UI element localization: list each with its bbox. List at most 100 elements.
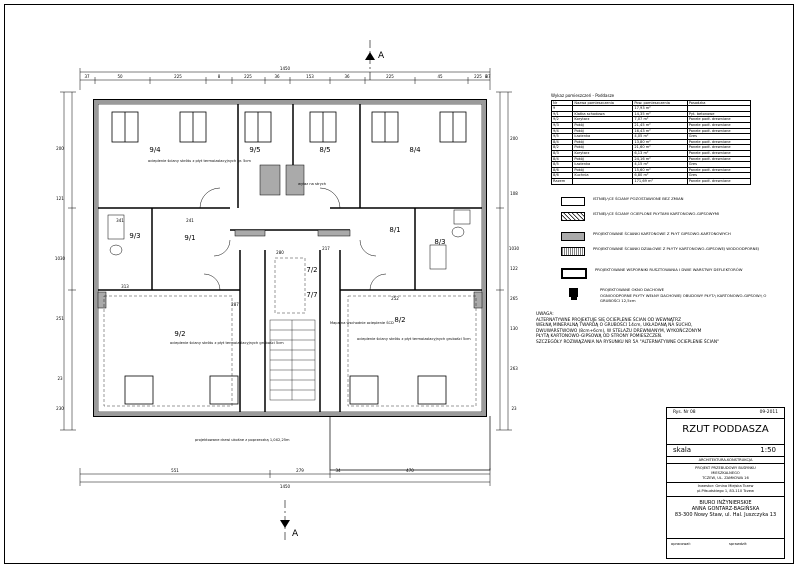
legend-item: PROJEKTOWANE ŚCIANKI KARTONOWE Z PŁYT GI… bbox=[561, 231, 763, 241]
door-swings bbox=[199, 187, 387, 291]
bathroom-fixtures bbox=[107, 209, 471, 270]
title-block-line: 83-300 Nowy Staw, ul. Hal. Juszczyka 13 bbox=[674, 512, 777, 518]
dimension-label: 37 bbox=[84, 74, 90, 79]
section-label-top: A bbox=[378, 51, 385, 61]
annotation-labels: ocieplenie ściany skrótu z płyt termoizo… bbox=[148, 159, 471, 442]
dimension-label: 36 bbox=[344, 74, 350, 79]
room-schedule-cell: 9/3 bbox=[550, 122, 574, 129]
dimension-label: 200 bbox=[56, 146, 64, 151]
room-label: 8/1 bbox=[389, 226, 400, 234]
dimension-label: 122 bbox=[510, 266, 518, 271]
balcony bbox=[329, 416, 491, 471]
legend-swatch bbox=[561, 232, 585, 241]
room-dimension-label: 341 bbox=[116, 218, 124, 223]
room-dimension-label: 280 bbox=[276, 250, 284, 255]
room-schedule-cell: Razem bbox=[550, 177, 574, 185]
plan-annotation: projektowane drzwi ukośne z poprzeczką 1… bbox=[195, 438, 290, 442]
room-schedule-cell: 9/2 bbox=[550, 116, 574, 123]
legend-label: ISTNIEJĄCE ŚCIANY OCIEPLONE PŁYTAMI KART… bbox=[593, 211, 720, 216]
room-schedule-cell: 9 bbox=[550, 105, 574, 112]
room-schedule-caption: Wykaz pomieszczeń - Poddasze bbox=[551, 93, 615, 98]
legend-label: PROJEKTOWANE ŚCIANKI DZIAŁOWE Z PŁYTY KA… bbox=[593, 246, 760, 251]
room-dimension-label: 287 bbox=[231, 302, 239, 307]
title-block-line: PROJEKT PRZEBUDOWY BUDYNKU bbox=[695, 466, 756, 470]
dimension-label: 23 bbox=[57, 376, 63, 381]
room-schedule-cell: 7,07 m² bbox=[632, 116, 688, 123]
title-block-line: TCZEW, UL. ZAMKOWA 16 bbox=[702, 476, 749, 480]
dimension-label: 225 bbox=[174, 74, 182, 79]
plan-annotation: Mapa na wschodnie ocieplenie ŚCD bbox=[330, 320, 394, 325]
dimension-label: 36 bbox=[274, 74, 280, 79]
dimension-label: 230 bbox=[56, 406, 64, 411]
title-block-line: BIURO INŻYNIERSKIE bbox=[699, 500, 752, 506]
title-block: Rys. Nr 08 09-2011 RZUT PODDASZA skala 1… bbox=[666, 407, 785, 559]
dimension-label: 23 bbox=[511, 406, 517, 411]
dimension-label: 263 bbox=[510, 366, 518, 371]
title-block-line: Inwestor: Gmina Miejska Tczew bbox=[697, 484, 754, 488]
room-dimension-label: 313 bbox=[121, 284, 129, 289]
dimension-label: 225 bbox=[244, 74, 252, 79]
legend-swatch bbox=[561, 247, 585, 256]
sheet-date: 09-2011 bbox=[759, 410, 778, 415]
legend-label: ISTNIEJĄCE ŚCIANY POZOSTAWIONE BEZ ZMIAN bbox=[593, 196, 684, 201]
drawing-title: RZUT PODDASZA bbox=[682, 424, 769, 435]
room-label: 9/1 bbox=[184, 234, 195, 242]
dimension-label: 1030 bbox=[509, 246, 520, 251]
section-arrow-bottom bbox=[280, 520, 290, 528]
room-dimension-label: 241 bbox=[186, 218, 194, 223]
room-label: 9/5 bbox=[249, 146, 260, 154]
dimension-label: 1450 bbox=[280, 484, 291, 489]
top-dimension-lines bbox=[79, 68, 491, 90]
room-schedule-cell: Panele podł. drewniane bbox=[686, 177, 752, 185]
dashed-outlines bbox=[103, 257, 477, 407]
scale-value: 1:50 bbox=[760, 446, 776, 454]
legend-item: OGNIOODPORNE PŁYTY WEŁNY DACHOWEJ OBUDOW… bbox=[561, 293, 770, 303]
legend-label: OGNIOODPORNE PŁYTY WEŁNY DACHOWEJ OBUDOW… bbox=[600, 293, 767, 303]
room-schedule-cell bbox=[572, 177, 634, 185]
notes-heading: UWAGA: bbox=[536, 312, 554, 317]
legend-item: ISTNIEJĄCE ŚCIANY POZOSTAWIONE BEZ ZMIAN bbox=[561, 196, 763, 206]
drawn-by-label: opracował: bbox=[671, 542, 691, 546]
legend-swatch bbox=[571, 294, 577, 300]
drawing-frame bbox=[4, 4, 794, 564]
room-label: 7/7 bbox=[306, 291, 317, 299]
dimension-label: 130 bbox=[510, 326, 518, 331]
dimension-label: 34 bbox=[335, 468, 341, 473]
title-block-line: ANNA GONTARZ-BAGIŃSKA bbox=[691, 506, 760, 512]
legend-label: PROJEKTOWANE OKNO DACHOWE bbox=[600, 287, 665, 292]
room-label: 9/2 bbox=[174, 330, 185, 338]
plan-annotation: wyłaz na strych bbox=[298, 182, 326, 186]
room-schedule-cell: Panele podł. drewniane bbox=[686, 116, 752, 123]
legend-item: PROJEKTOWANE WSPORNIKI RUSZTOWANIA I DWI… bbox=[561, 267, 765, 279]
scale-label: skala bbox=[673, 446, 692, 454]
legend-label: PROJEKTOWANE ŚCIANKI KARTONOWE Z PŁYT GI… bbox=[593, 231, 731, 236]
room-schedule-cell: Panele podł. drewniane bbox=[686, 122, 752, 129]
room-dimension-label: 252 bbox=[391, 296, 399, 301]
dimension-label: 1450 bbox=[280, 66, 291, 71]
dimension-label: 551 bbox=[171, 468, 179, 473]
wall-fill bbox=[94, 100, 486, 416]
notes-line: PŁYTĄ KARTONOWO-GIPSOWĄ OD STRONY POMIES… bbox=[536, 334, 663, 340]
notes-line: SZCZEGÓŁY ROZWIĄZANIA NA RYSUNKU NR 5A "… bbox=[536, 339, 720, 345]
side-dimension-lines bbox=[60, 91, 512, 431]
title-block-line: pl.Piłsudskiego 1, 83-110 Tczew bbox=[697, 489, 754, 493]
room-schedule-cell: Pyt. betonowe bbox=[686, 110, 752, 118]
plan-annotation: ocieplenie ściany skrótu z płyt termoizo… bbox=[170, 341, 284, 345]
room-schedule-cell: 21,45 m² bbox=[632, 122, 688, 129]
dimension-label: 121 bbox=[56, 196, 64, 201]
dimension-label: 108 bbox=[510, 191, 518, 196]
room-label: 8/2 bbox=[394, 316, 405, 324]
room-label: 9/4 bbox=[149, 146, 161, 154]
title-block-line: MIESZKALNEGO bbox=[711, 471, 740, 475]
room-schedule-cell: 171,69 m² bbox=[632, 177, 688, 185]
dimension-label: 470 bbox=[406, 468, 414, 473]
